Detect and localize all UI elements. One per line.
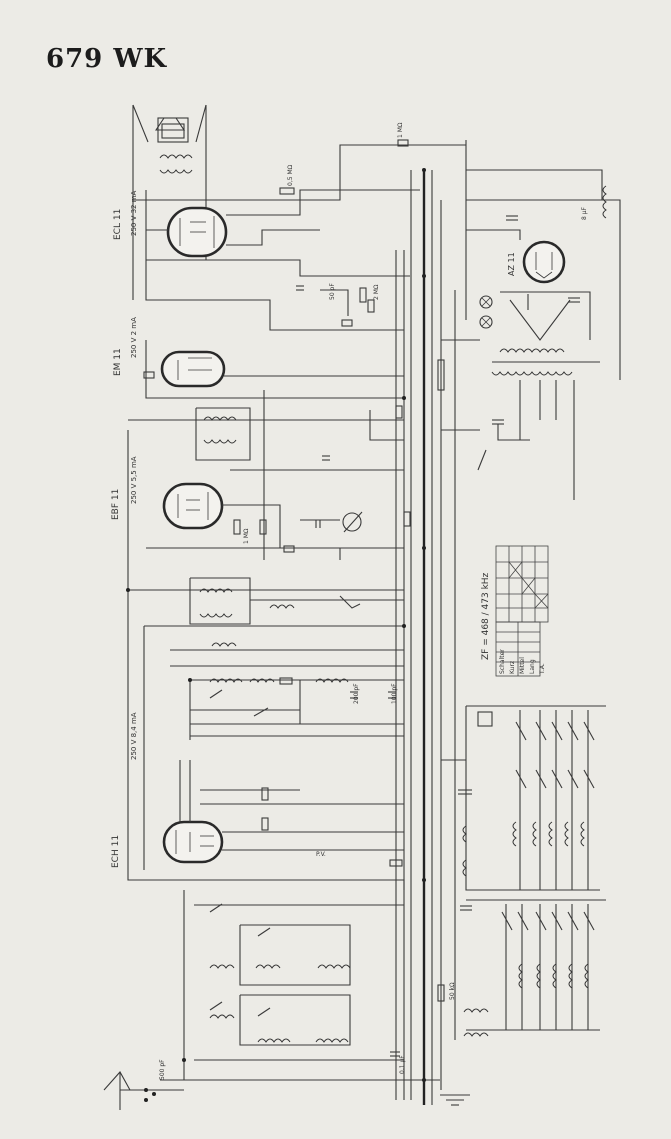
tube-label-az11: AZ 11 [507,252,516,276]
switch-table: Schalter Kurz Mittel Lang T.A. ZF = 468 … [481,545,549,677]
switch-row-0: Schalter [499,649,506,674]
if-transformer-1 [128,577,404,627]
zf-note: ZF = 468 / 473 kHz [481,572,491,660]
tube-label-ebf11: EBF 11 [111,489,121,520]
label-c5: 0,1 µF [399,1055,406,1074]
tube-label-ech11: ECH 11 [111,835,121,868]
tube-note-ecl11: 250 V 32 mA [130,190,138,236]
oscillator-coils [170,642,404,740]
main-buses [395,140,467,1105]
switch-row-2: Mittel [519,657,526,674]
band-switch-lower [437,899,606,1037]
label-r2: 1 MΩ [397,122,404,138]
switch-row-3: Lang [529,659,536,674]
tube-ebf11: EBF 11 250 V 5,5 mA [111,456,224,530]
page-title: 679 WK [46,44,168,74]
label-c2: 200 pF [353,683,360,704]
label-pv: P.V. [316,851,326,858]
power-supply: AZ 11 [437,169,621,500]
label-r5: 50 kΩ [449,982,456,1000]
tube-label-ecl11: ECL 11 [113,209,123,240]
if-transformer-2 [127,390,411,630]
tube-ech11: ECH 11 250 V 8,4 mA [111,626,405,890]
tube-note-ebf11: 250 V 5,5 mA [130,456,138,504]
tube-em11: EM 11 250 V 2 mA [113,317,404,399]
speaker [132,104,207,300]
switch-row-4: T.A. [539,663,546,675]
label-r3: 2 MΩ [373,284,380,300]
junction-dots [126,168,426,1082]
tube-ecl11: ECL 11 250 V 32 mA [113,190,228,258]
rf-input-section [103,890,470,1110]
component-labels: 0,5 MΩ 1 MΩ 50 pF 2 MΩ 1 MΩ 200 pF 100 p… [159,122,588,1080]
switch-row-1: Kurz [509,661,516,674]
label-c6: 8 µF [581,206,588,220]
label-c1: 50 pF [329,283,336,300]
label-c4: 500 pF [159,1059,166,1080]
band-switch-upper [441,705,606,891]
label-r4: 1 MΩ [243,528,250,544]
label-c3: 100 pF [391,683,398,704]
tube-note-em11: 250 V 2 mA [130,317,138,358]
tube-label-em11: EM 11 [113,348,123,376]
label-r1: 0,5 MΩ [287,164,294,186]
tube-note-ech11: 250 V 8,4 mA [130,712,138,760]
